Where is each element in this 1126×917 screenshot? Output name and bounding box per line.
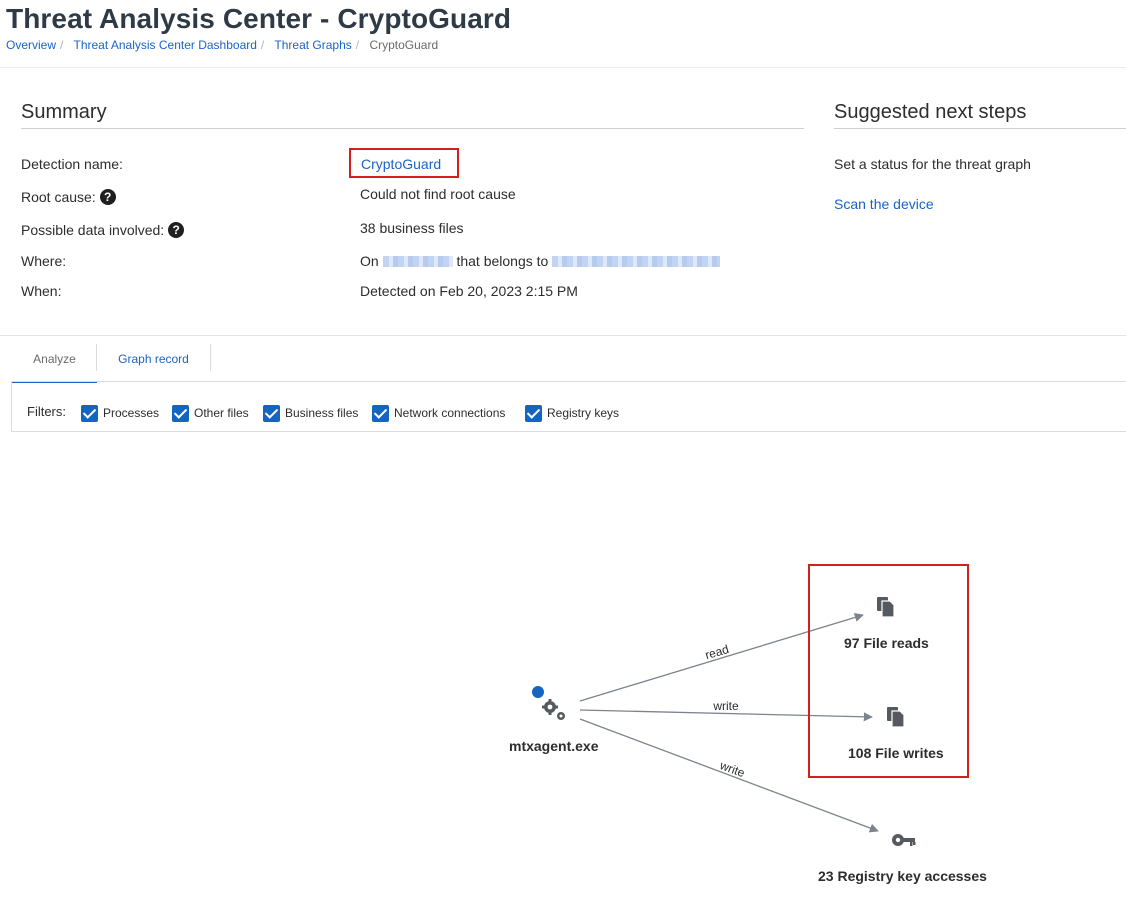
breadcrumb-current: CryptoGuard — [369, 38, 439, 52]
business-files-checkbox[interactable] — [263, 404, 280, 422]
edge-label-read: read — [703, 642, 730, 662]
help-icon[interactable]: ? — [168, 222, 185, 238]
where-label: Where: — [21, 253, 67, 269]
node-label-registry-keys[interactable]: 23 Registry key accesses — [818, 868, 987, 884]
possible-data-label: Possible data involved:? — [21, 222, 185, 238]
breadcrumb: Overview/ Threat Analysis Center Dashboa… — [6, 38, 438, 52]
gears-icon[interactable] — [542, 699, 565, 720]
header-divider — [0, 67, 1126, 68]
page-title: Threat Analysis Center - CryptoGuard — [6, 3, 512, 34]
edge-write-files[interactable] — [579, 709, 873, 722]
when-value: Detected on Feb 20, 2023 2:15 PM — [360, 283, 578, 299]
when-label: When: — [21, 283, 62, 299]
detection-name-link[interactable]: CryptoGuard — [361, 156, 442, 172]
edge-read[interactable] — [579, 613, 864, 702]
help-icon[interactable]: ? — [99, 189, 116, 205]
filter-registry-keys[interactable]: Registry keys — [525, 403, 619, 423]
filter-other-files[interactable]: Other files — [172, 403, 249, 423]
file-copy-icon[interactable] — [877, 597, 895, 618]
scan-device-link[interactable]: Scan the device — [834, 196, 934, 212]
key-icon[interactable] — [892, 834, 916, 846]
possible-data-value: 38 business files — [360, 220, 464, 236]
edge-write-registry[interactable] — [579, 718, 879, 833]
file-copy-icon[interactable] — [887, 707, 905, 728]
filter-processes-label: Processes — [103, 406, 160, 420]
next-steps-heading: Suggested next steps — [834, 101, 1027, 123]
breadcrumb-overview[interactable]: Overview — [6, 38, 57, 52]
node-label-mtxagent[interactable]: mtxagent.exe — [509, 738, 599, 754]
where-prefix: On — [360, 253, 379, 269]
filter-other-files-label: Other files — [194, 406, 249, 420]
where-middle: that belongs to — [456, 253, 549, 269]
detection-name-highlight: CryptoGuard — [349, 148, 459, 178]
breadcrumb-separator: / — [260, 38, 265, 52]
registry-keys-checkbox[interactable] — [525, 404, 542, 422]
detection-name-label: Detection name: — [21, 156, 123, 172]
node-label-file-writes[interactable]: 108 File writes — [848, 745, 944, 761]
network-connections-checkbox[interactable] — [372, 404, 389, 422]
edge-label-write-files: write — [712, 699, 739, 713]
breadcrumb-separator: / — [60, 38, 64, 52]
next-steps-rule — [834, 128, 1126, 129]
filter-bar — [11, 381, 1126, 432]
filters-label: Filters: — [27, 404, 66, 419]
status-dot — [532, 686, 544, 698]
filter-business-files-label: Business files — [285, 406, 359, 420]
filter-network-connections-label: Network connections — [394, 406, 506, 420]
tab-analyze[interactable]: Analyze — [12, 344, 97, 383]
tab-graph-record[interactable]: Graph record — [118, 352, 189, 366]
filter-business-files[interactable]: Business files — [263, 403, 358, 423]
set-status-text: Set a status for the threat graph — [834, 156, 1031, 172]
node-label-file-reads[interactable]: 97 File reads — [844, 635, 929, 651]
summary-divider — [0, 335, 1126, 336]
root-cause-label-text: Root cause: — [21, 189, 96, 205]
filter-network-connections[interactable]: Network connections — [372, 403, 505, 423]
possible-data-label-text: Possible data involved: — [21, 222, 165, 238]
redacted-owner-name — [552, 256, 721, 267]
root-cause-label: Root cause:? — [21, 189, 116, 205]
filter-processes[interactable]: Processes — [81, 403, 159, 423]
filter-registry-keys-label: Registry keys — [547, 406, 620, 420]
where-value: On that belongs to — [360, 253, 721, 269]
redacted-device-name — [382, 256, 453, 267]
edge-label-write-registry: write — [717, 758, 747, 780]
tab-separator — [96, 344, 97, 371]
summary-heading: Summary — [21, 101, 107, 123]
breadcrumb-dashboard[interactable]: Threat Analysis Center Dashboard — [73, 38, 257, 52]
processes-checkbox[interactable] — [81, 404, 98, 422]
breadcrumb-separator: / — [355, 38, 360, 52]
other-files-checkbox[interactable] — [172, 404, 189, 422]
breadcrumb-threat-graphs[interactable]: Threat Graphs — [274, 38, 352, 52]
file-nodes-highlight — [808, 564, 969, 778]
tab-separator — [210, 344, 211, 371]
root-cause-value: Could not find root cause — [360, 186, 516, 202]
summary-rule — [21, 128, 804, 129]
